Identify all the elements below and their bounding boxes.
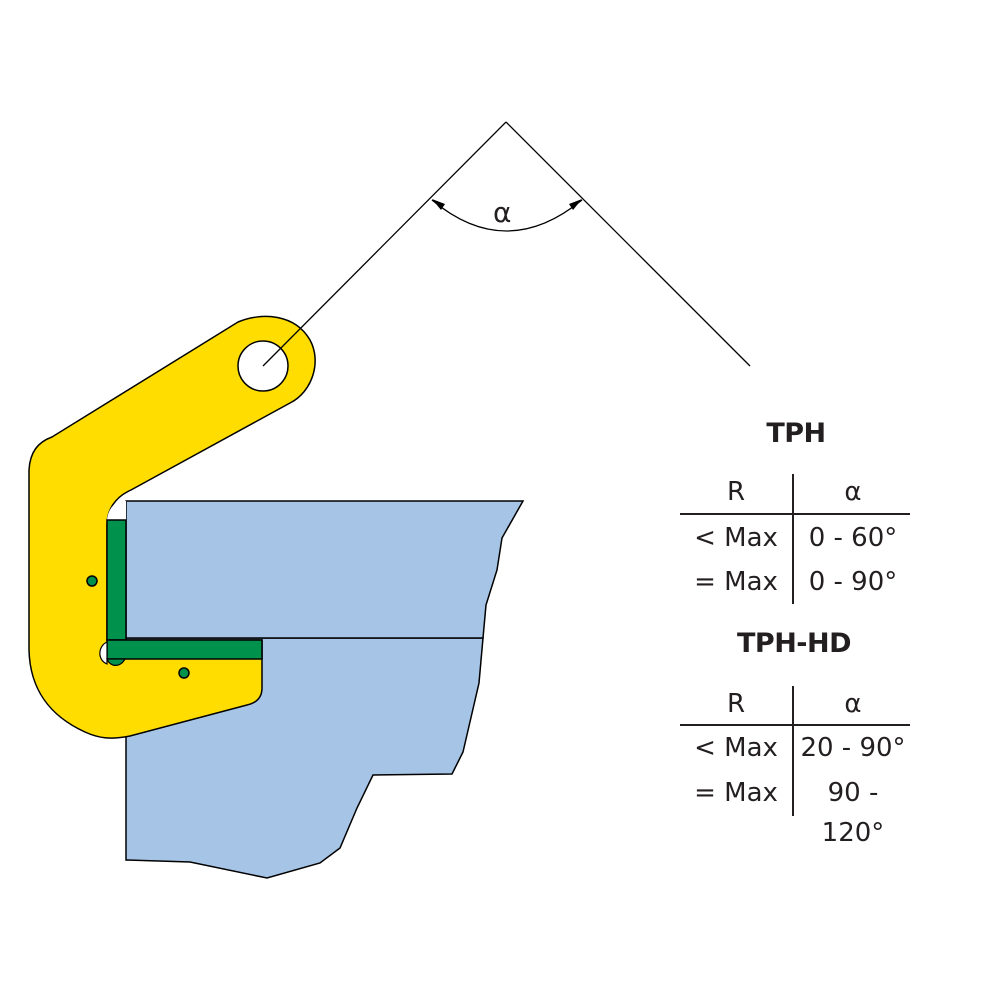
header-r: R xyxy=(726,689,746,719)
table-divider xyxy=(680,513,910,515)
angle-arc xyxy=(431,199,583,232)
header-alpha: α xyxy=(844,477,862,507)
table-title-tph: TPH xyxy=(766,418,826,449)
table-header-row: R α xyxy=(680,472,910,512)
cell-r: < Max xyxy=(694,733,778,763)
sling-line-right xyxy=(505,121,751,367)
corner-relief-hole xyxy=(99,641,108,665)
table-row: = Max 90 - 120° xyxy=(680,773,910,848)
jaw-pad-vertical xyxy=(106,519,127,641)
table-divider xyxy=(680,724,910,726)
column-divider xyxy=(792,686,794,816)
pin-vertical-pad xyxy=(86,575,98,587)
header-alpha: α xyxy=(844,689,862,719)
table-row: = Max 0 - 90° xyxy=(680,562,910,602)
angle-arrow-left-icon xyxy=(432,199,445,210)
pin-horizontal-pad xyxy=(178,667,190,679)
sling-line-left xyxy=(262,121,507,367)
jaw-notch-top xyxy=(107,500,126,520)
cell-r: < Max xyxy=(694,523,778,553)
clamp-body xyxy=(28,315,316,739)
table-header-row: R α xyxy=(680,684,910,724)
spec-table-tph: R α < Max 0 - 60° = Max 0 - 90° xyxy=(680,472,910,607)
cell-r: = Max xyxy=(694,567,778,597)
jaw-pad-horizontal xyxy=(106,639,263,660)
header-r: R xyxy=(726,477,746,507)
table-title-tph-hd: TPH-HD xyxy=(736,628,852,659)
spec-table-tph-hd: R α < Max 20 - 90° = Max 90 - 120° xyxy=(680,684,910,848)
table-row: < Max 20 - 90° xyxy=(680,728,910,768)
load-plate-upper xyxy=(125,500,525,639)
column-divider xyxy=(792,474,794,604)
cell-alpha: 0 - 90° xyxy=(808,567,898,597)
cell-r: = Max xyxy=(694,778,778,808)
cell-alpha: 20 - 90° xyxy=(800,733,906,763)
cell-alpha: 90 - 120° xyxy=(821,778,885,848)
angle-arrow-right-icon xyxy=(569,199,582,210)
angle-alpha-label: α xyxy=(493,196,512,229)
corner-relief-green xyxy=(106,658,127,666)
cell-alpha: 0 - 60° xyxy=(808,523,898,553)
table-row: < Max 0 - 60° xyxy=(680,518,910,558)
